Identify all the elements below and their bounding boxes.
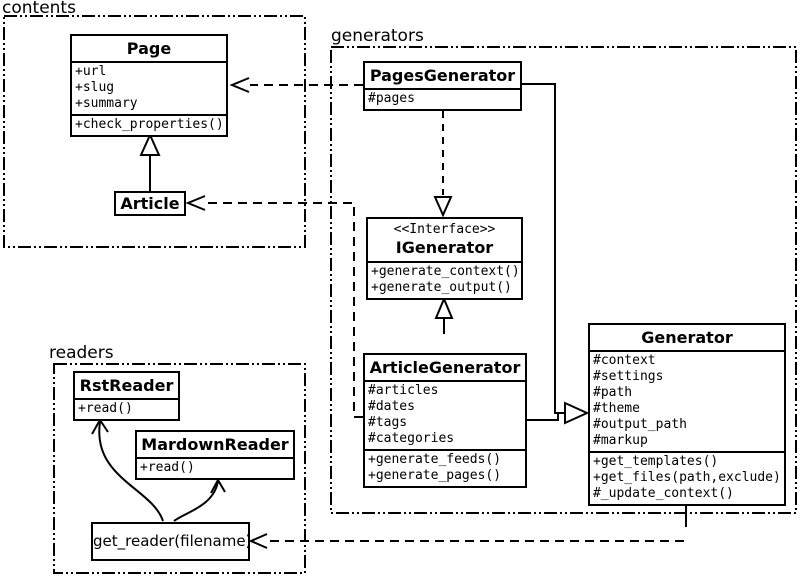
article-to-page-triangle-icon xyxy=(139,132,161,156)
class-page-attributes: +url +slug +summary xyxy=(72,61,226,114)
method-row: +read() xyxy=(140,460,195,475)
getreader-to-markdownreader-curve xyxy=(173,480,219,522)
attribute-row: +slug xyxy=(75,80,115,95)
class-rstreader: RstReader +read() xyxy=(73,371,180,421)
page-dependency-arrow-icon xyxy=(229,77,250,93)
attribute-row: #articles xyxy=(368,383,439,398)
articlegenerator-to-generator-line xyxy=(527,413,559,421)
method-row: +generate_context() xyxy=(371,264,520,279)
getreader-dependency-arrow-icon xyxy=(248,533,268,549)
class-generator-title: Generator xyxy=(641,328,733,347)
attribute-row: #output_path xyxy=(593,417,687,432)
method-row: +generate_pages() xyxy=(368,468,502,483)
class-pagesgenerator-attributes: #pages xyxy=(365,88,520,109)
class-page-title: Page xyxy=(126,39,172,58)
attribute-row: #theme xyxy=(593,401,640,416)
attribute-row: #categories xyxy=(368,431,455,446)
class-articlegenerator-attributes: #articles #dates #tags #categories xyxy=(365,380,525,449)
class-generator: Generator #context #settings #path #them… xyxy=(588,323,786,506)
method-row: +generate_output() xyxy=(371,280,512,295)
readers-package-label: readers xyxy=(49,343,114,363)
generators-package-label: generators xyxy=(331,26,424,46)
get-reader-node: get_reader(filename) xyxy=(91,522,251,561)
class-articlegenerator-title: ArticleGenerator xyxy=(369,358,521,377)
class-markdownreader-methods: +read() xyxy=(137,457,293,478)
class-pagesgenerator: PagesGenerator #pages xyxy=(363,61,522,111)
markdownreader-arrow-icon xyxy=(210,477,226,494)
generators-package-border xyxy=(330,46,797,514)
attribute-row: +url xyxy=(75,64,107,79)
class-article-title: Article xyxy=(120,194,180,213)
class-rstreader-title: RstReader xyxy=(79,376,174,395)
pagesgenerator-to-generator-line xyxy=(522,83,564,414)
readers-package-border xyxy=(53,363,306,574)
attribute-row: #settings xyxy=(593,369,664,384)
generator-inheritance-triangle-icon xyxy=(564,401,590,425)
attribute-row: #markup xyxy=(593,433,648,448)
articlegenerator-to-igenerator-triangle-icon xyxy=(434,296,454,319)
method-row: +read() xyxy=(78,401,133,416)
class-generator-attributes: #context #settings #path #theme #output_… xyxy=(590,350,784,451)
class-page: Page +url +slug +summary +check_properti… xyxy=(70,34,228,137)
contents-package-border xyxy=(3,15,306,248)
method-row: +get_templates() xyxy=(593,454,719,469)
class-rstreader-methods: +read() xyxy=(75,398,178,419)
class-articlegenerator: ArticleGenerator #articles #dates #tags … xyxy=(363,353,527,488)
getreader-to-rstreader-curve xyxy=(98,421,164,522)
class-generator-methods: +get_templates() +get_files(path,exclude… xyxy=(590,451,784,504)
attribute-row: #path xyxy=(593,385,633,400)
attribute-row: #dates xyxy=(368,399,415,414)
interface-igenerator-methods: +generate_context() +generate_output() xyxy=(368,261,521,298)
interface-igenerator: <<Interface>> IGenerator +generate_conte… xyxy=(366,217,523,300)
class-page-methods: +check_properties() xyxy=(72,114,226,135)
class-pagesgenerator-title: PagesGenerator xyxy=(369,66,516,85)
method-row: +generate_feeds() xyxy=(368,452,502,467)
contents-package-label: contents xyxy=(2,0,76,18)
method-row: #_update_context() xyxy=(593,486,734,501)
pagesgenerator-to-igenerator-triangle-icon xyxy=(433,196,453,218)
attribute-row: #context xyxy=(593,353,656,368)
class-article: Article xyxy=(114,191,186,216)
method-row: +get_files(path,exclude) xyxy=(593,470,781,485)
interface-stereotype: <<Interface>> xyxy=(393,222,496,237)
articlegenerator-to-article-line xyxy=(206,202,363,418)
article-dependency-arrow-icon xyxy=(185,195,206,211)
class-articlegenerator-methods: +generate_feeds() +generate_pages() xyxy=(365,449,525,486)
class-markdownreader-title: MardownReader xyxy=(141,435,289,454)
attribute-row: +summary xyxy=(75,96,138,111)
method-row: +check_properties() xyxy=(75,117,224,132)
attribute-row: #pages xyxy=(368,91,415,106)
attribute-row: #tags xyxy=(368,415,408,430)
interface-igenerator-title: IGenerator xyxy=(395,238,494,257)
class-markdownreader: MardownReader +read() xyxy=(135,430,295,480)
